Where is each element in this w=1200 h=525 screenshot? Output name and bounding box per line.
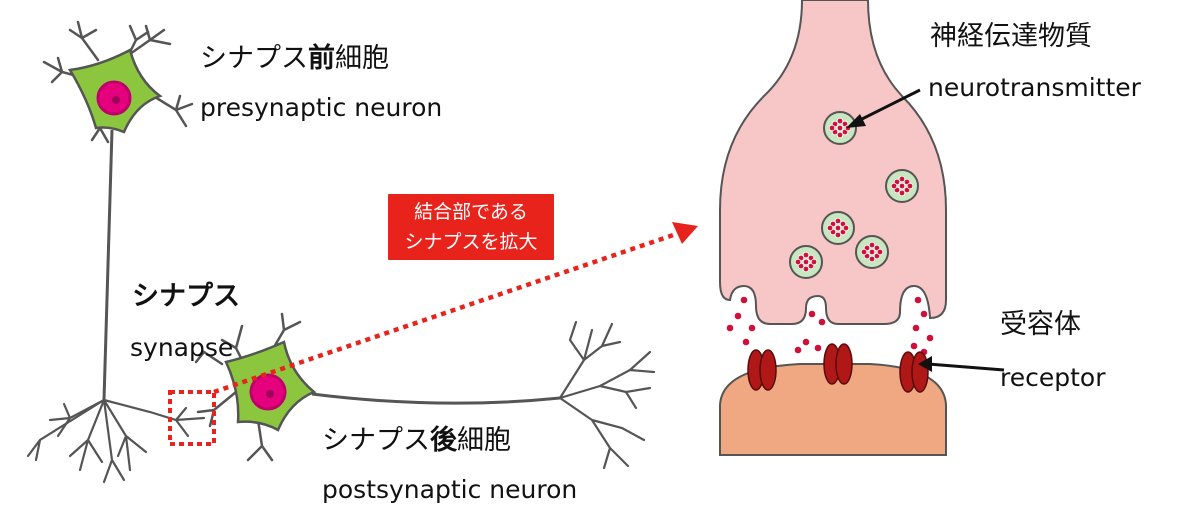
vesicle-molecule [836, 124, 844, 132]
neurotransmitter-en-label: neurotransmitter [928, 73, 1141, 102]
released-molecule [801, 337, 811, 347]
released-molecule [739, 295, 749, 305]
released-molecule [913, 295, 923, 305]
vesicle-molecule [906, 182, 914, 190]
postsynaptic-axon-terminals [558, 320, 656, 470]
synapse-highlight-box [168, 390, 216, 446]
vesicle-molecule [898, 189, 906, 197]
vesicle-molecule [802, 251, 810, 259]
vesicle-molecule [794, 258, 802, 266]
postsynaptic-jp-prefix: シナプス [322, 425, 430, 456]
released-molecule [817, 317, 827, 327]
callout-line-2: シナプスを拡大 [404, 231, 538, 253]
vesicle-molecule [834, 224, 842, 232]
released-molecule [919, 309, 929, 319]
released-molecule [747, 323, 757, 333]
postsynaptic-membrane [719, 363, 947, 456]
receptors-group [747, 343, 929, 393]
neurotransmitter-pointer-head [846, 114, 866, 128]
vesicle-molecule [834, 217, 842, 225]
neurotransmitter-jp-label: 神経伝達物質 [930, 21, 1092, 52]
presynaptic-jp-key: 前 [308, 43, 335, 74]
released-molecule [793, 345, 803, 355]
vesicle-molecule [836, 117, 844, 125]
postsynaptic-nucleolus [266, 390, 274, 398]
presynaptic-jp-suffix: 細胞 [335, 43, 389, 74]
vesicle-molecule [842, 224, 850, 232]
released-molecule [733, 311, 743, 321]
presynaptic-jp-label: シナプス前細胞 [200, 44, 389, 74]
synapse-jp-label: シナプス [132, 281, 240, 312]
released-molecule [909, 341, 919, 351]
presynaptic-terminal [719, 0, 947, 325]
callout-line-1: 結合部である [414, 201, 528, 223]
vesicle-molecule [898, 182, 906, 190]
zoom-arrow-head [672, 222, 698, 244]
presynaptic-jp-prefix: シナプス [200, 43, 308, 74]
released-molecule [725, 323, 735, 333]
synapse-en-label: synapse [130, 333, 234, 362]
vesicle-molecule [898, 175, 906, 183]
released-molecule [813, 343, 823, 353]
vesicle-molecule [890, 182, 898, 190]
vesicle-molecule [836, 131, 844, 139]
postsynaptic-jp-suffix: 細胞 [457, 425, 511, 456]
receptor-subunit [835, 343, 853, 385]
presynaptic-nucleolus [112, 96, 120, 104]
vesicle-molecule [834, 231, 842, 239]
neurotransmitter-pointer-line [851, 88, 921, 126]
receptor-subunit [911, 351, 929, 393]
receptor-subunit [759, 349, 777, 391]
axon-terminals [26, 398, 206, 484]
receptor-pointer-head [918, 356, 932, 372]
vesicle-molecule [802, 258, 810, 266]
vesicle-molecule [868, 241, 876, 249]
vesicle-molecule [810, 258, 818, 266]
released-molecules-group [725, 295, 935, 357]
vesicle-molecule [868, 255, 876, 263]
receptor-jp-label: 受容体 [1000, 309, 1081, 340]
postsynaptic-jp-key: 後 [430, 425, 457, 456]
vesicle-molecule [860, 248, 868, 256]
receptor-pointer-line [927, 362, 1005, 372]
vesicles-group [789, 111, 919, 279]
postsynaptic-jp-label: シナプス後細胞 [322, 426, 511, 456]
postsynaptic-en-label: postsynaptic neuron [322, 475, 578, 504]
zoom-arrow-line [213, 229, 683, 395]
released-molecule [741, 337, 751, 347]
zoom-callout: 結合部である シナプスを拡大 [388, 194, 554, 260]
vesicle-molecule [868, 248, 876, 256]
axon [102, 129, 114, 401]
vesicle-molecule [826, 224, 834, 232]
postsynaptic-axon [311, 392, 561, 405]
vesicle-molecule [828, 124, 836, 132]
vesicle-molecule [802, 265, 810, 273]
released-molecule [807, 309, 817, 319]
receptor-en-label: receptor [1000, 363, 1106, 392]
released-molecule [925, 333, 935, 343]
released-molecule [911, 323, 921, 333]
presynaptic-en-label: presynaptic neuron [200, 93, 443, 122]
vesicle-molecule [876, 248, 884, 256]
